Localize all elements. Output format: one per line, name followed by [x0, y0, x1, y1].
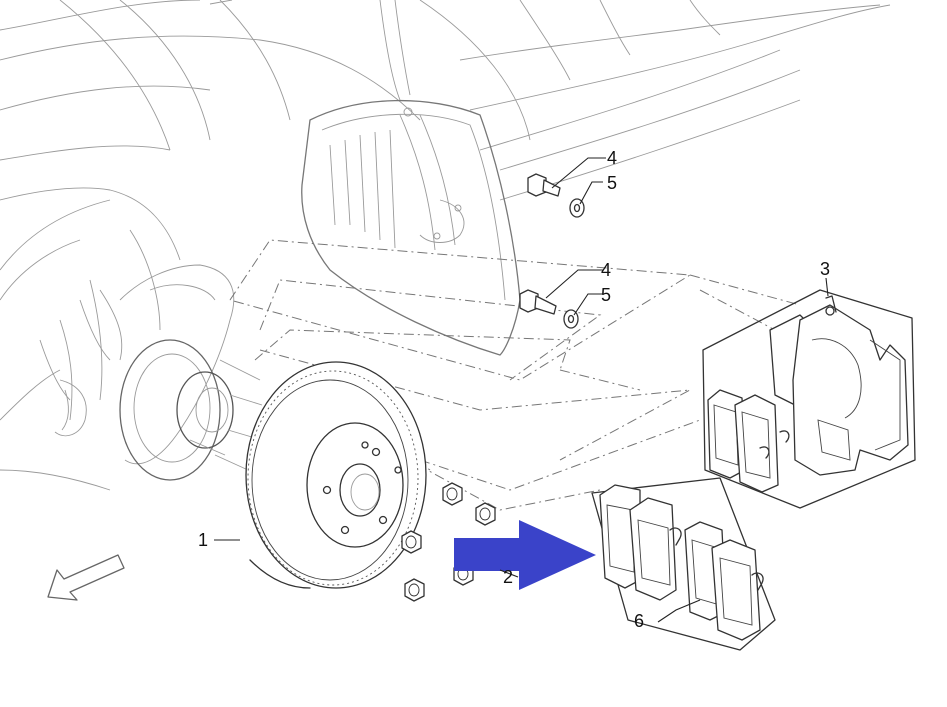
caliper-bolt-lower — [519, 289, 557, 315]
hub-knuckle-assembly — [54, 264, 263, 481]
nut — [401, 530, 422, 554]
highlight-arrow — [454, 520, 596, 590]
caliper-group — [702, 289, 916, 509]
brake-disc — [245, 361, 427, 589]
callout-pads: 6 — [634, 611, 644, 631]
callout-labels: 1 2 3 4 5 4 5 6 — [198, 148, 830, 631]
callout-washer-upper: 5 — [607, 173, 617, 193]
vehicle-body-outline — [0, 0, 891, 491]
brake-pad-set — [591, 477, 776, 651]
nut — [442, 482, 463, 506]
callout-caliper: 3 — [820, 259, 830, 279]
nut — [404, 578, 425, 602]
callout-leaders — [214, 157, 829, 623]
callout-disc: 1 — [198, 530, 208, 550]
nut — [475, 502, 496, 526]
callout-washer-lower: 5 — [601, 285, 611, 305]
front-direction-arrow — [47, 554, 125, 601]
wheel-arch-liner — [301, 99, 521, 356]
callout-nut: 2 — [503, 567, 513, 587]
callout-bolt-upper: 4 — [607, 148, 617, 168]
callout-bolt-lower: 4 — [601, 260, 611, 280]
wheel-nuts — [401, 482, 496, 602]
washer-upper — [569, 198, 585, 218]
